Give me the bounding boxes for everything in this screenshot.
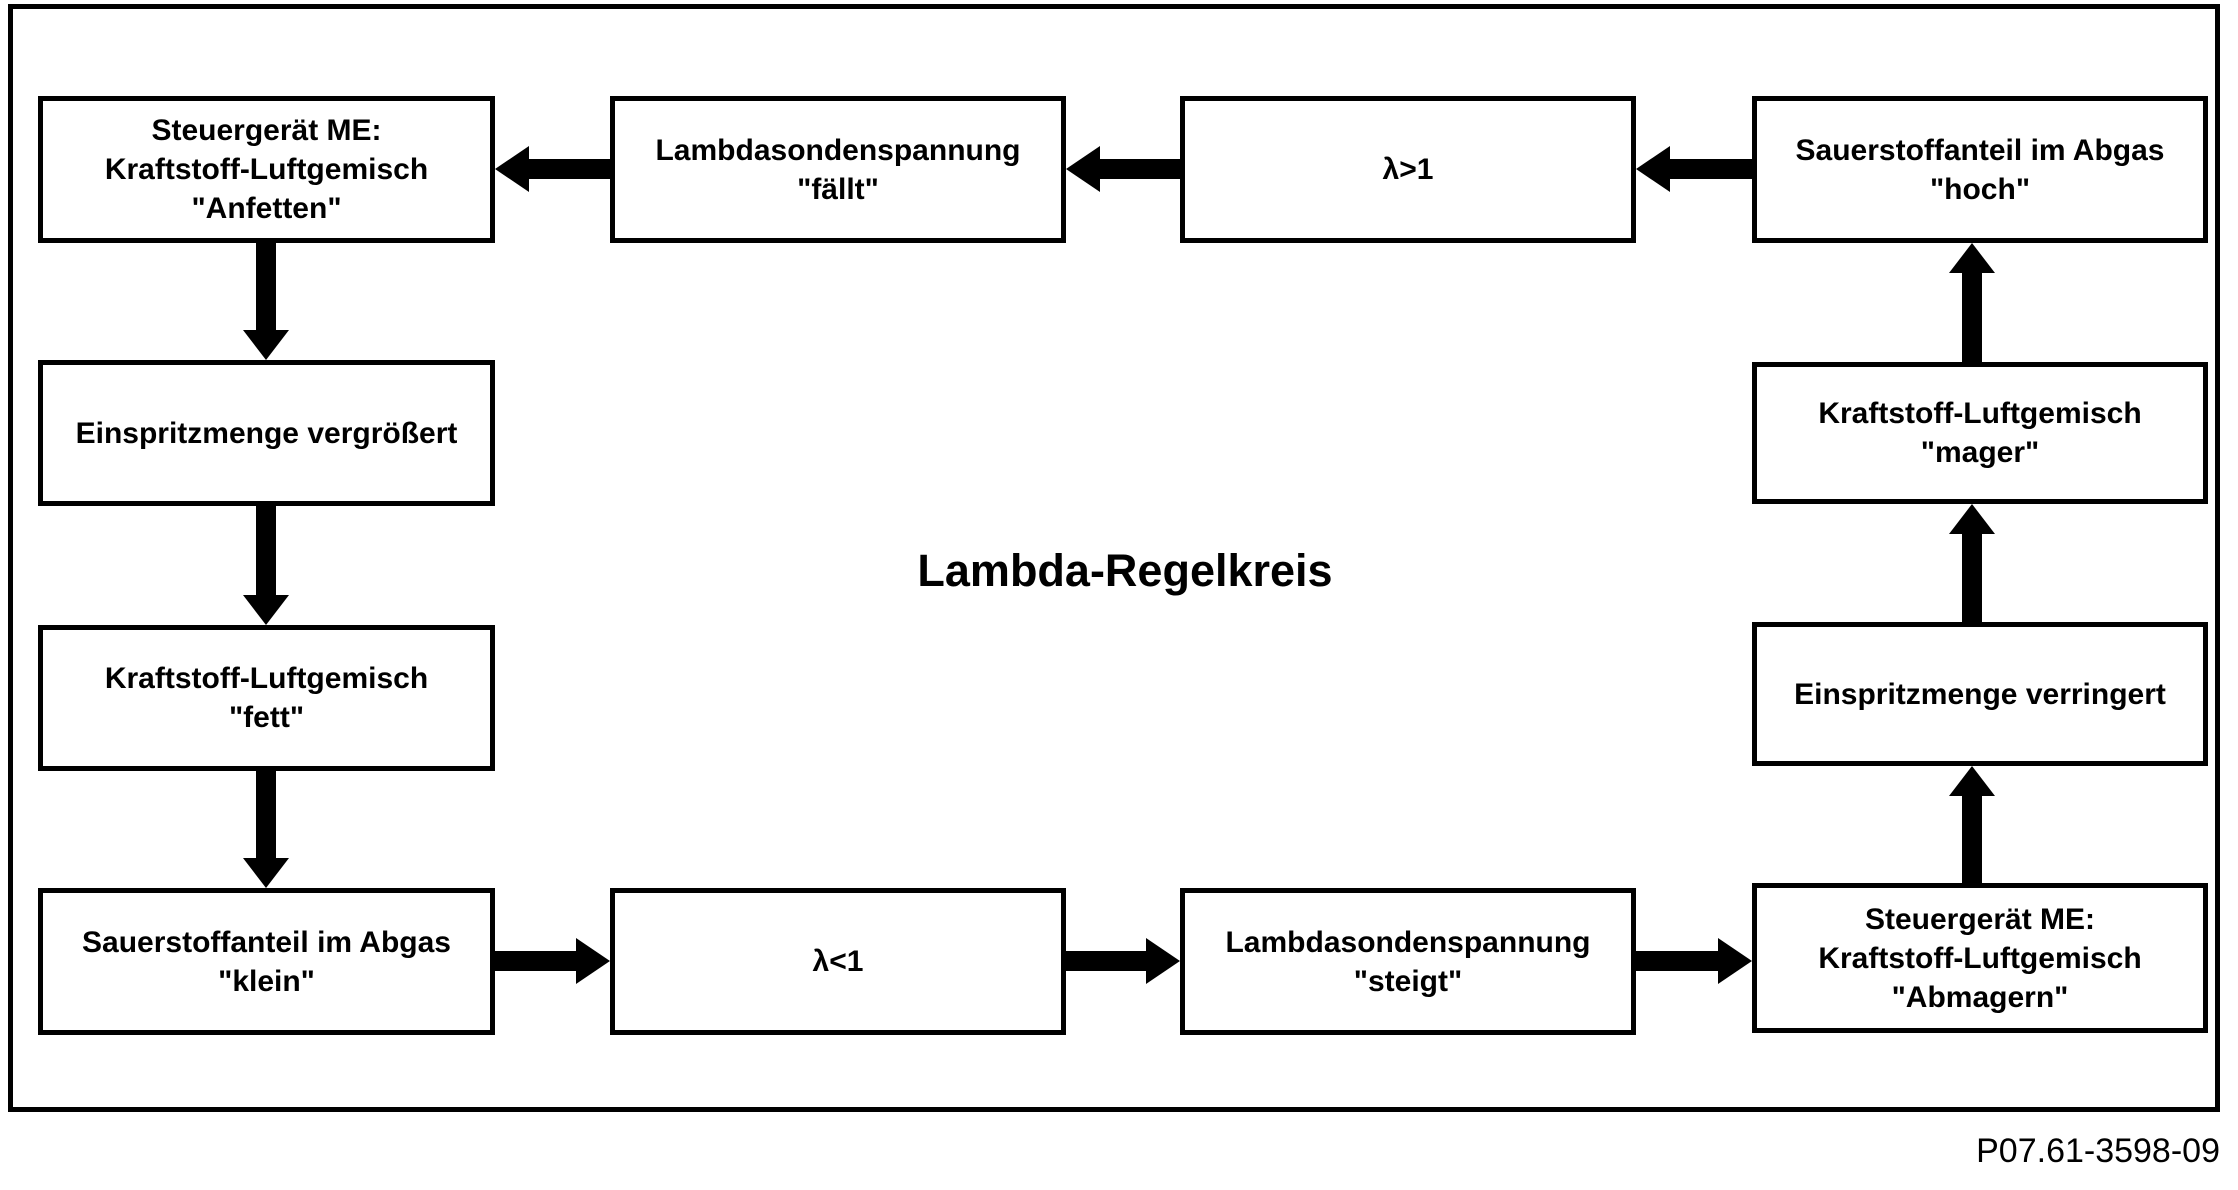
arrow-stem	[1962, 271, 1982, 362]
node-einspritzmenge-vergroessert: Einspritzmenge vergrößert	[38, 360, 495, 506]
arrowhead-up-icon	[1949, 243, 1995, 273]
arrow-stem	[1668, 159, 1752, 179]
arrow-stem	[256, 506, 276, 597]
arrowhead-down-icon	[243, 858, 289, 888]
node-sauerstoffanteil-hoch: Sauerstoffanteil im Abgas "hoch"	[1752, 96, 2208, 243]
node-gemisch-mager: Kraftstoff-Luftgemisch "mager"	[1752, 362, 2208, 504]
node-lambda-groesser-1: λ>1	[1180, 96, 1636, 243]
node-steuergeraet-anfetten: Steuergerät ME: Kraftstoff-Luftgemisch "…	[38, 96, 495, 243]
node-lambdasondenspannung-faellt: Lambdasondenspannung "fällt"	[610, 96, 1066, 243]
node-sauerstoffanteil-klein: Sauerstoffanteil im Abgas "klein"	[38, 888, 495, 1035]
arrow-stem	[495, 951, 578, 971]
arrow-stem	[1962, 532, 1982, 622]
arrowhead-right-icon	[1718, 938, 1752, 984]
arrow-stem	[1636, 951, 1720, 971]
arrow-stem	[1098, 159, 1180, 179]
arrowhead-left-icon	[1636, 146, 1670, 192]
arrowhead-right-icon	[576, 938, 610, 984]
arrowhead-left-icon	[495, 146, 529, 192]
arrow-stem	[527, 159, 610, 179]
arrowhead-right-icon	[1146, 938, 1180, 984]
diagram-title: Lambda-Regelkreis	[917, 545, 1333, 596]
arrowhead-up-icon	[1949, 504, 1995, 534]
arrow-stem	[256, 243, 276, 332]
node-lambdasondenspannung-steigt: Lambdasondenspannung "steigt"	[1180, 888, 1636, 1035]
arrowhead-up-icon	[1949, 766, 1995, 796]
arrow-stem	[1066, 951, 1148, 971]
arrowhead-down-icon	[243, 595, 289, 625]
node-einspritzmenge-verringert: Einspritzmenge verringert	[1752, 622, 2208, 766]
arrowhead-left-icon	[1066, 146, 1100, 192]
node-lambda-kleiner-1: λ<1	[610, 888, 1066, 1035]
arrow-stem	[256, 771, 276, 860]
arrowhead-down-icon	[243, 330, 289, 360]
arrow-stem	[1962, 794, 1982, 883]
node-gemisch-fett: Kraftstoff-Luftgemisch "fett"	[38, 625, 495, 771]
figure-code: P07.61-3598-09	[1976, 1132, 2220, 1170]
node-steuergeraet-abmagern: Steuergerät ME: Kraftstoff-Luftgemisch "…	[1752, 883, 2208, 1033]
